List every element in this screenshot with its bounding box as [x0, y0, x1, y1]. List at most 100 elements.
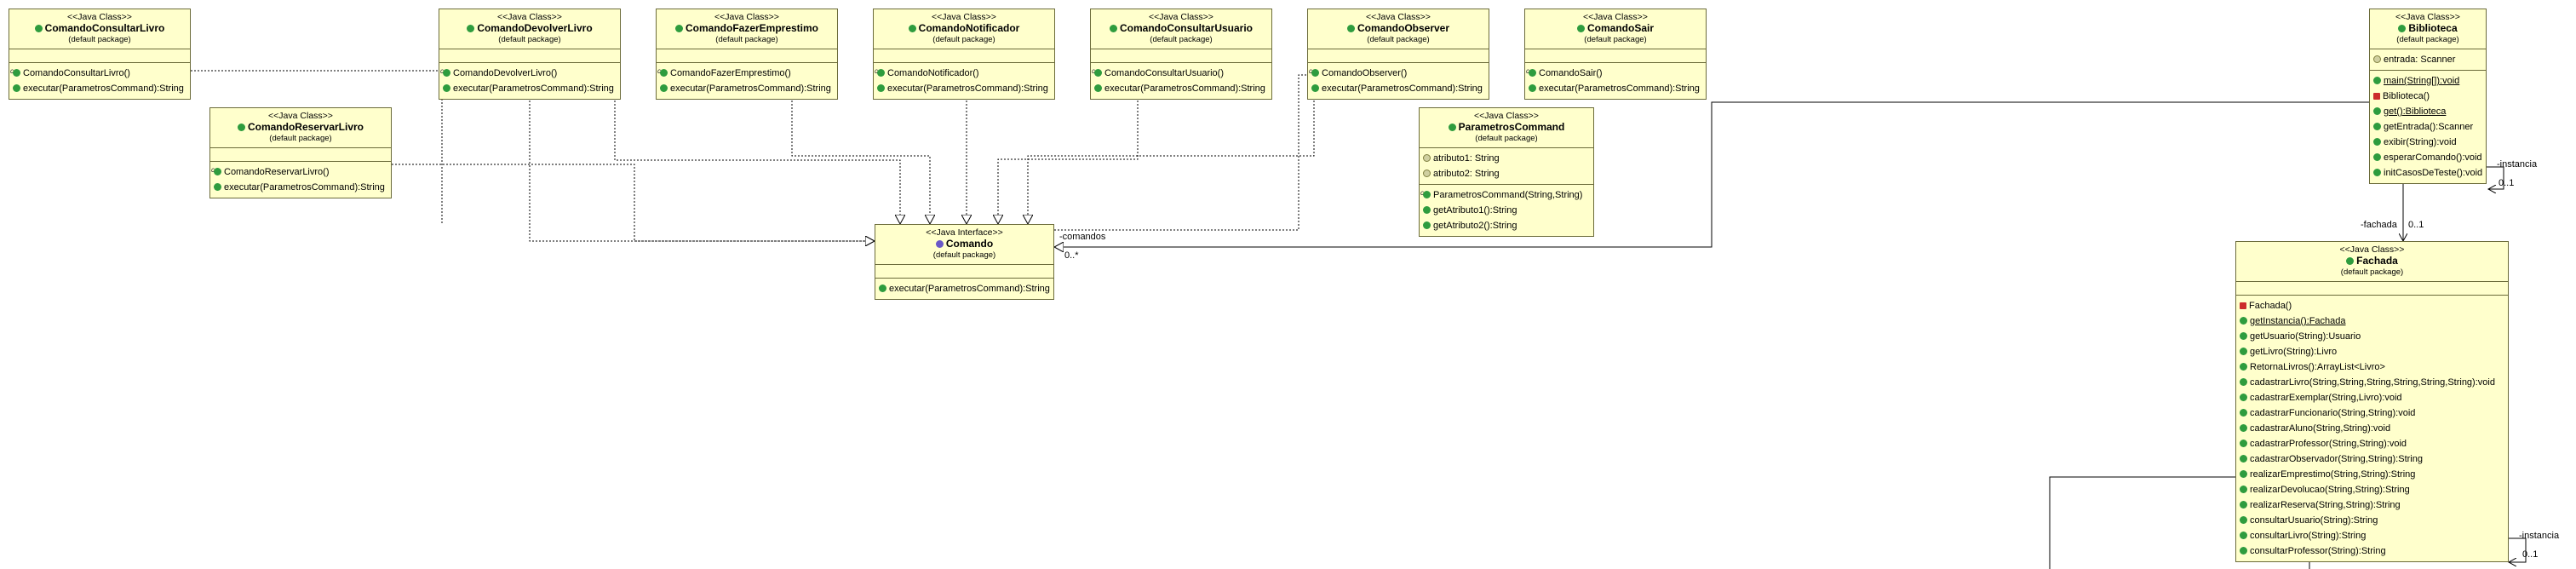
class-icon: [1346, 25, 1355, 32]
method: initCasosDeTeste():void: [2384, 168, 2483, 178]
constructor-icon: [10, 64, 20, 79]
stereotype-label: <<Java Class>>: [1149, 12, 1213, 22]
methods-section: ComandoConsultarUsuario() executar(Param…: [1091, 63, 1271, 99]
stereotype-label: <<Java Class>>: [714, 12, 779, 22]
method: get():Biblioteca: [2384, 106, 2447, 117]
multiplicity-instancia-fachada: 0..1: [2522, 549, 2539, 560]
stereotype-label: <<Java Class>>: [1366, 12, 1431, 22]
public-method-icon: [2240, 348, 2247, 355]
class-comando-sair[interactable]: <<Java Class>> ComandoSair (default pack…: [1524, 9, 1707, 100]
class-parametros-command[interactable]: <<Java Class>> ParametrosCommand (defaul…: [1419, 107, 1594, 237]
private-constructor-icon: [2240, 302, 2246, 309]
constructor-icon: [440, 64, 450, 79]
method: cadastrarObservador(String,String):Strin…: [2250, 454, 2423, 464]
field-icon: [2373, 55, 2381, 63]
method: ComandoNotificador(): [887, 68, 979, 78]
static-method-icon: [2240, 317, 2247, 325]
method: ComandoObserver(): [1322, 68, 1408, 78]
field: atributo2: String: [1433, 169, 1500, 179]
method: executar(ParametrosCommand):String: [889, 284, 1050, 294]
class-name: ComandoDevolverLivro: [477, 22, 593, 34]
public-method-icon: [1311, 84, 1319, 92]
class-icon: [908, 25, 916, 32]
package-label: (default package): [1367, 35, 1430, 44]
class-comando-consultar-usuario[interactable]: <<Java Class>> ComandoConsultarUsuario (…: [1090, 9, 1272, 100]
public-method-icon: [13, 84, 20, 92]
method: cadastrarProfessor(String,String):void: [2250, 439, 2407, 449]
method: executar(ParametrosCommand):String: [1322, 83, 1483, 94]
package-label: (default package): [1150, 35, 1213, 44]
class-comando-notificador[interactable]: <<Java Class>> ComandoNotificador (defau…: [873, 9, 1055, 100]
class-name: ComandoConsultarLivro: [44, 22, 165, 34]
field-icon: [1423, 154, 1431, 162]
public-method-icon: [2373, 153, 2381, 161]
methods-section: ComandoDevolverLivro() executar(Parametr…: [439, 63, 620, 99]
method: realizarReserva(String,String):String: [2250, 500, 2401, 510]
class-comando-fazer-emprestimo[interactable]: <<Java Class>> ComandoFazerEmprestimo (d…: [656, 9, 838, 100]
class-name: ParametrosCommand: [1458, 121, 1565, 133]
realization-observer: [1028, 87, 1315, 224]
field: atributo1: String: [1433, 153, 1500, 164]
stereotype-label: <<Java Class>>: [1583, 12, 1648, 22]
public-method-icon: [443, 84, 450, 92]
public-method-icon: [1423, 206, 1431, 214]
public-method-icon: [2240, 332, 2247, 340]
methods-section: ComandoSair() executar(ParametrosCommand…: [1525, 63, 1706, 99]
method: executar(ParametrosCommand):String: [453, 83, 614, 94]
class-comando-devolver-livro[interactable]: <<Java Class>> ComandoDevolverLivro (def…: [439, 9, 621, 100]
fields-section: entrada: Scanner: [2370, 49, 2486, 71]
class-icon: [1576, 25, 1585, 32]
stereotype-label: <<Java Class>>: [1474, 111, 1539, 121]
self-instancia-fachada: [2509, 537, 2527, 562]
public-method-icon: [2240, 516, 2247, 524]
public-method-icon: [2240, 363, 2247, 371]
method: getAtributo1():String: [1433, 205, 1517, 216]
stereotype-label: <<Java Class>>: [2395, 12, 2460, 22]
method: getUsuario(String):Usuario: [2250, 331, 2361, 342]
public-method-icon: [879, 284, 886, 292]
methods-section: ComandoReservarLivro() executar(Parametr…: [210, 162, 391, 198]
role-label-comandos: -comandos: [1059, 232, 1106, 242]
fields-section: [874, 49, 1054, 63]
role-label-instancia-fachada: -instancia: [2519, 531, 2560, 541]
class-icon: [1109, 25, 1117, 32]
stereotype-label: <<Java Class>>: [268, 111, 333, 121]
methods-section: ComandoNotificador() executar(Parametros…: [874, 63, 1054, 99]
package-label: (default package): [2340, 267, 2404, 277]
static-method-icon: [2373, 107, 2381, 115]
method: ComandoConsultarLivro(): [23, 68, 130, 78]
fields-section: [2236, 282, 2508, 296]
self-instancia-biblioteca: [2487, 166, 2504, 189]
class-icon: [1448, 124, 1456, 131]
method: cadastrarExemplar(String,Livro):void: [2250, 393, 2402, 403]
methods-section: ComandoObserver() executar(ParametrosCom…: [1308, 63, 1489, 99]
class-comando-reservar-livro[interactable]: <<Java Class>> ComandoReservarLivro (def…: [209, 107, 392, 198]
package-label: (default package): [68, 35, 131, 44]
package-label: (default package): [715, 35, 778, 44]
class-biblioteca[interactable]: <<Java Class>> Biblioteca (default packa…: [2369, 9, 2487, 184]
interface-comando[interactable]: <<Java Interface>> Comando (default pack…: [875, 224, 1054, 300]
method: ComandoSair(): [1539, 68, 1603, 78]
public-method-icon: [660, 84, 668, 92]
class-icon: [674, 25, 683, 32]
public-method-icon: [1094, 84, 1102, 92]
fields-section: [210, 148, 391, 162]
association-comandos: [1054, 101, 2369, 247]
class-name: ComandoFazerEmprestimo: [685, 22, 819, 34]
public-method-icon: [2240, 440, 2247, 447]
public-method-icon: [1529, 84, 1536, 92]
class-fachada[interactable]: <<Java Class>> Fachada (default package)…: [2235, 241, 2509, 562]
method: ComandoConsultarUsuario(): [1104, 68, 1225, 78]
method: cadastrarFuncionario(String,String):void: [2250, 408, 2416, 418]
method: Biblioteca(): [2383, 91, 2430, 101]
public-method-icon: [2240, 424, 2247, 432]
public-method-icon: [2240, 532, 2247, 539]
fields-section: [9, 49, 190, 63]
public-method-icon: [2373, 138, 2381, 146]
public-method-icon: [2240, 455, 2247, 463]
class-comando-observer[interactable]: <<Java Class>> ComandoObserver (default …: [1307, 9, 1489, 100]
method: esperarComando():void: [2384, 152, 2482, 163]
class-comando-consultar-livro[interactable]: <<Java Class>> ComandoConsultarLivro (de…: [9, 9, 191, 100]
methods-section: ParametrosCommand(String,String) getAtri…: [1420, 185, 1593, 236]
package-label: (default package): [932, 250, 996, 260]
